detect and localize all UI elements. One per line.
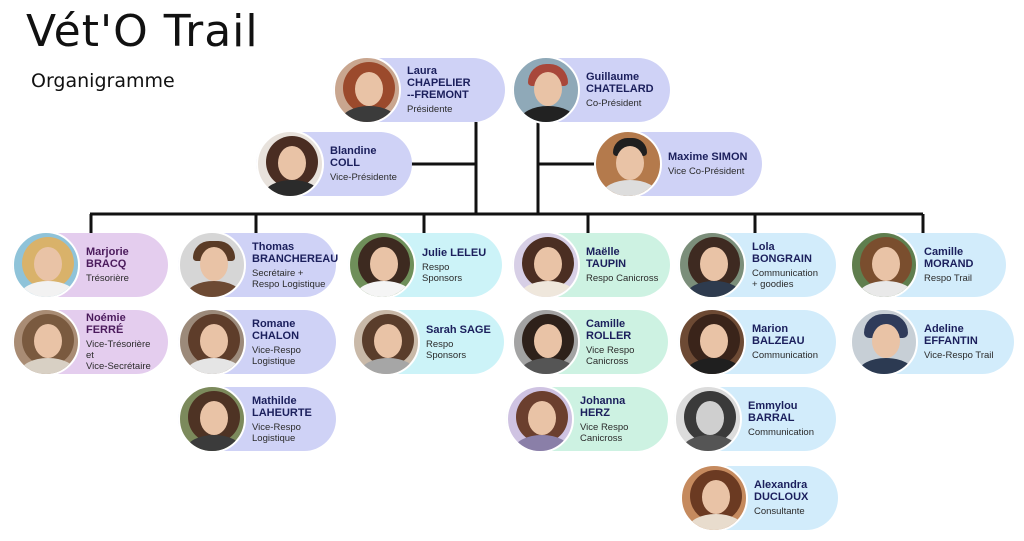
avatar — [256, 130, 324, 198]
avatar — [178, 385, 246, 453]
member-card-adeline: Adeline EFFANTIN Vice-Respo Trail — [850, 308, 1014, 376]
page-title: Vét'O Trail — [26, 6, 259, 57]
member-name: Camille ROLLER — [586, 317, 632, 342]
member-role: Vice Respo Canicross — [580, 421, 629, 444]
member-card-maelle: Maëlle TAUPIN Respo Canicross — [512, 231, 670, 299]
member-name: Maëlle TAUPIN — [586, 246, 627, 270]
member-name: Blandine COLL — [330, 145, 377, 169]
member-name: Marjorie BRACQ — [86, 246, 129, 270]
avatar — [678, 308, 746, 376]
member-role: Vice-Respo Logistique — [252, 344, 301, 367]
avatar — [512, 231, 580, 299]
member-role: Communication + goodies — [752, 267, 818, 290]
member-card-blandine: Blandine COLL Vice-Présidente — [256, 130, 412, 198]
avatar — [850, 308, 918, 376]
member-role: Présidente — [407, 104, 453, 115]
avatar — [12, 231, 80, 299]
avatar — [512, 308, 580, 376]
member-name: Romane CHALON — [252, 317, 300, 342]
avatar — [333, 56, 401, 124]
member-name: Lola BONGRAIN — [752, 240, 812, 265]
member-name: Noémie FERRÉ — [86, 312, 126, 336]
avatar — [12, 308, 80, 376]
member-card-julie: Julie LELEU Respo Sponsors — [348, 231, 502, 299]
member-role: Consultante — [754, 506, 805, 517]
member-card-maxime: Maxime SIMON Vice Co-Président — [594, 130, 762, 198]
member-card-guillaume: Guillaume CHATELARD Co-Président — [512, 56, 670, 124]
member-card-emmylou: Emmylou BARRAL Communication — [674, 385, 836, 453]
member-role: Vice-Présidente — [330, 172, 397, 183]
member-name: Guillaume CHATELARD — [586, 71, 654, 95]
member-card-laura: Laura CHAPELIER --FREMONT Présidente — [333, 56, 505, 124]
member-role: Vice-Trésorière et Vice-Secrétaire — [86, 339, 151, 372]
member-name: Marion BALZEAU — [752, 323, 805, 347]
member-role: Respo Trail — [924, 273, 973, 284]
member-name: Julie LELEU — [422, 246, 487, 259]
avatar — [594, 130, 662, 198]
member-role: Communication — [748, 427, 814, 438]
member-role: Respo Canicross — [586, 273, 659, 284]
avatar — [674, 385, 742, 453]
member-card-noemie: Noémie FERRÉ Vice-Trésorière et Vice-Secr… — [12, 308, 168, 376]
avatar — [506, 385, 574, 453]
member-name: Thomas BRANCHEREAU — [252, 240, 339, 265]
avatar — [512, 56, 580, 124]
page-subtitle: Organigramme — [31, 70, 175, 92]
member-name: Sarah SAGE — [426, 323, 491, 336]
member-name: Mathilde LAHEURTE — [252, 394, 312, 419]
avatar — [178, 308, 246, 376]
member-card-marjorie: Marjorie BRACQ Trésorière — [12, 231, 168, 299]
member-name: Adeline EFFANTIN — [924, 323, 978, 347]
member-card-marion: Marion BALZEAU Communication — [678, 308, 836, 376]
member-name: Laura CHAPELIER --FREMONT — [407, 65, 471, 101]
avatar — [352, 308, 420, 376]
member-name: Emmylou BARRAL — [748, 400, 798, 424]
member-role: Co-Président — [586, 98, 642, 109]
member-name: Camille MORAND — [924, 246, 974, 270]
avatar — [178, 231, 246, 299]
avatar — [348, 231, 416, 299]
member-role: Respo Sponsors — [426, 338, 467, 361]
avatar — [850, 231, 918, 299]
member-name: Alexandra DUCLOUX — [754, 479, 809, 503]
member-name: Johanna HERZ — [580, 394, 626, 419]
member-card-camille-morand: Camille MORAND Respo Trail — [850, 231, 1006, 299]
member-role: Respo Sponsors — [422, 261, 463, 284]
avatar — [680, 464, 748, 532]
member-card-sarah: Sarah SAGE Respo Sponsors — [352, 308, 504, 376]
member-name: Maxime SIMON — [668, 151, 748, 163]
member-role: Communication — [752, 350, 818, 361]
member-role: Trésorière — [86, 273, 129, 284]
member-role: Vice-Respo Logistique — [252, 421, 301, 444]
member-role: Secrétaire + Respo Logistique — [252, 267, 326, 290]
member-role: Vice-Respo Trail — [924, 350, 994, 361]
member-card-alexandra: Alexandra DUCLOUX Consultante — [680, 464, 838, 532]
member-role: Vice Co-Président — [668, 166, 745, 177]
avatar — [678, 231, 746, 299]
member-role: Vice Respo Canicross — [586, 344, 635, 367]
